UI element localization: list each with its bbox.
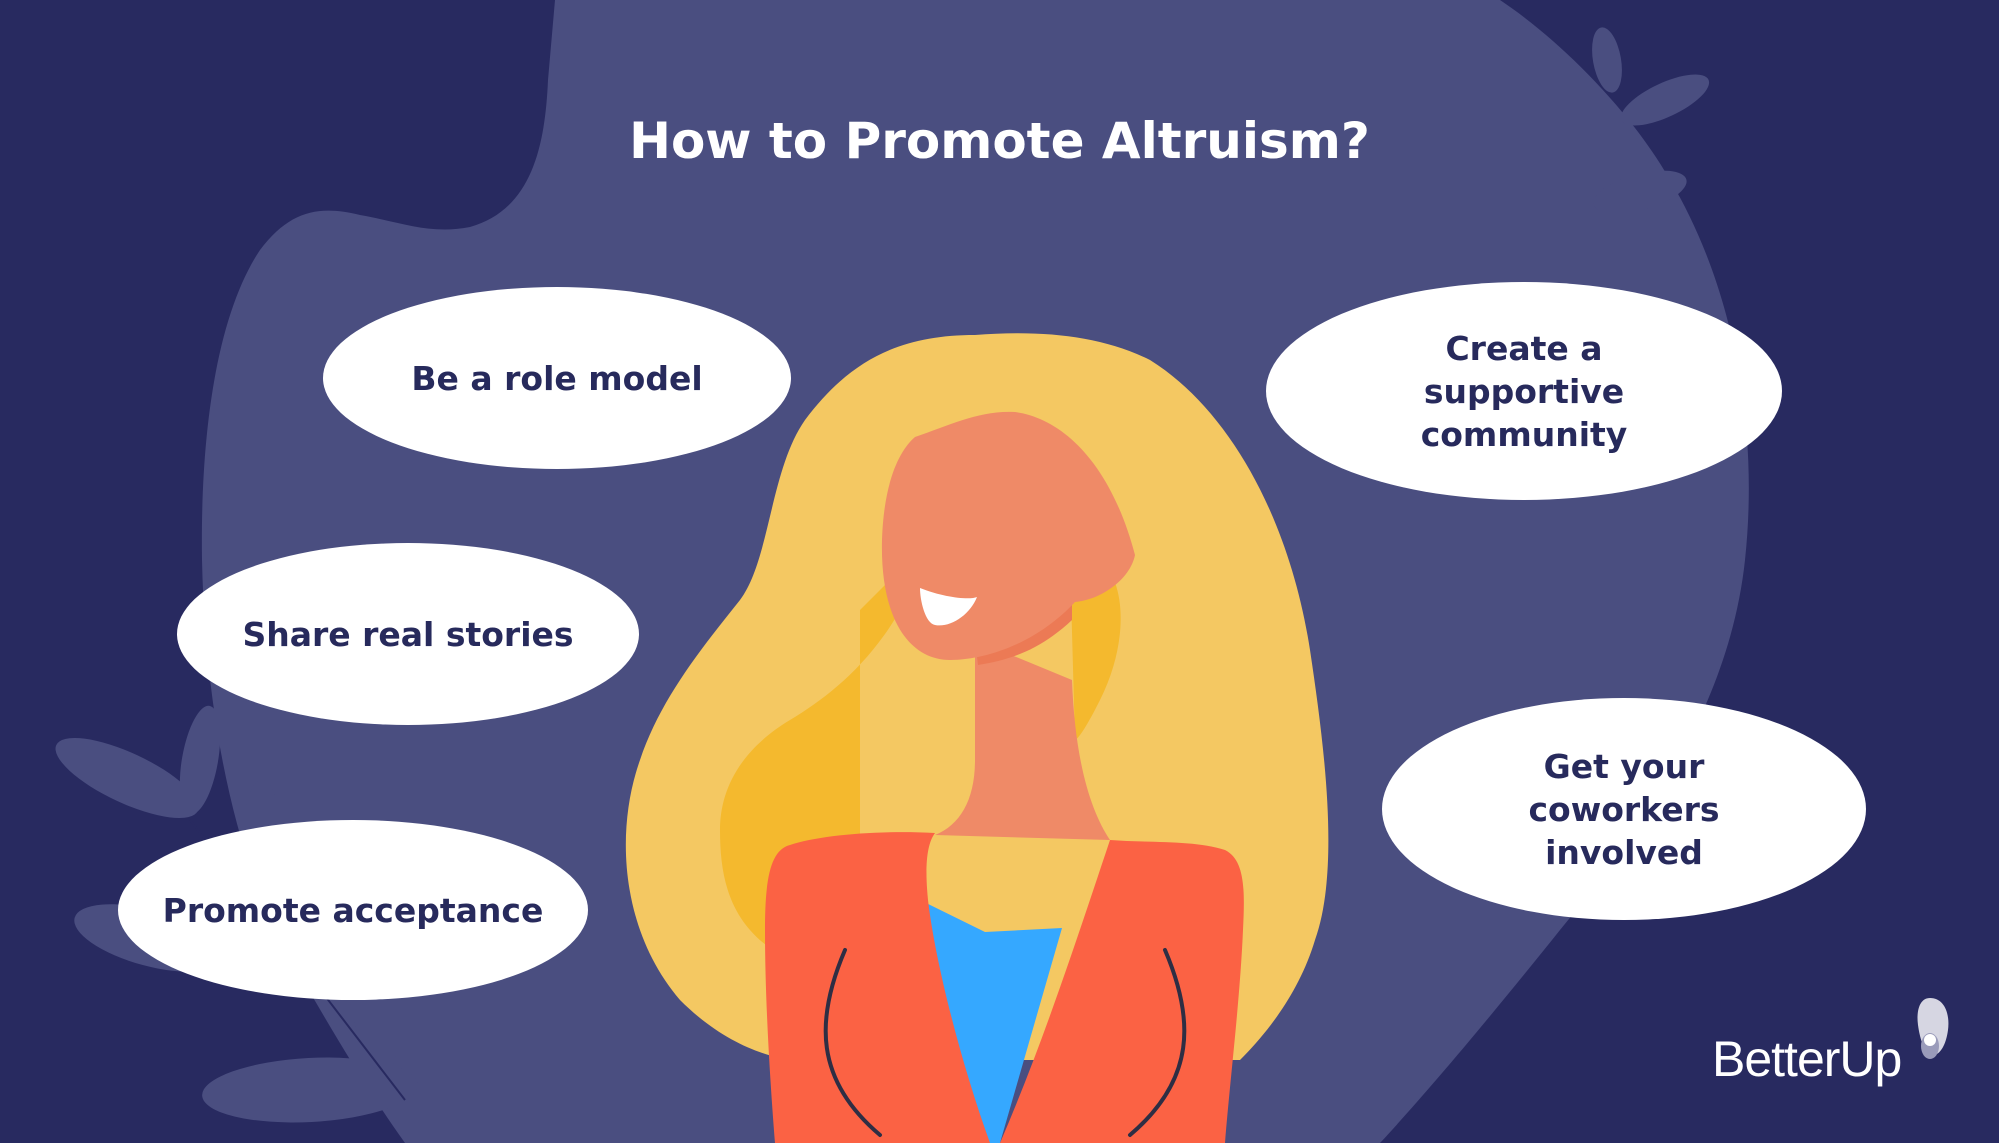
jacket-fold-left [823,948,882,1137]
tip-label: Create a supportive community [1420,328,1628,454]
leaves-top-right-icon [1560,27,1710,214]
page-title: How to Promote Altruism? [629,112,1370,170]
brand-logo: BetterUp [1712,1031,1902,1087]
neck [935,640,1110,840]
tip-bubble-supportive-community[interactable]: Create a supportive community [1266,282,1782,500]
tip-bubble-real-stories[interactable]: Share real stories [177,543,639,725]
tip-bubble-acceptance[interactable]: Promote acceptance [118,820,588,1000]
jacket-right [1000,840,1244,1143]
tip-bubble-coworkers[interactable]: Get your coworkers involved [1382,698,1866,920]
jacket-fold-right [1128,948,1187,1137]
tip-label: Share real stories [242,614,574,654]
woman-illustration [625,333,1329,1143]
hair-shadow [720,540,930,960]
tip-label: Promote acceptance [162,890,544,930]
brand-drop-icon [1917,998,1949,1059]
tip-bubble-role-model[interactable]: Be a role model [323,287,791,469]
jacket-left [765,832,990,1143]
hair-shadow-right [1070,560,1121,740]
tip-label: Be a role model [411,358,703,398]
smile-icon [920,588,977,626]
tip-label: Get your coworkers involved [1528,746,1720,872]
